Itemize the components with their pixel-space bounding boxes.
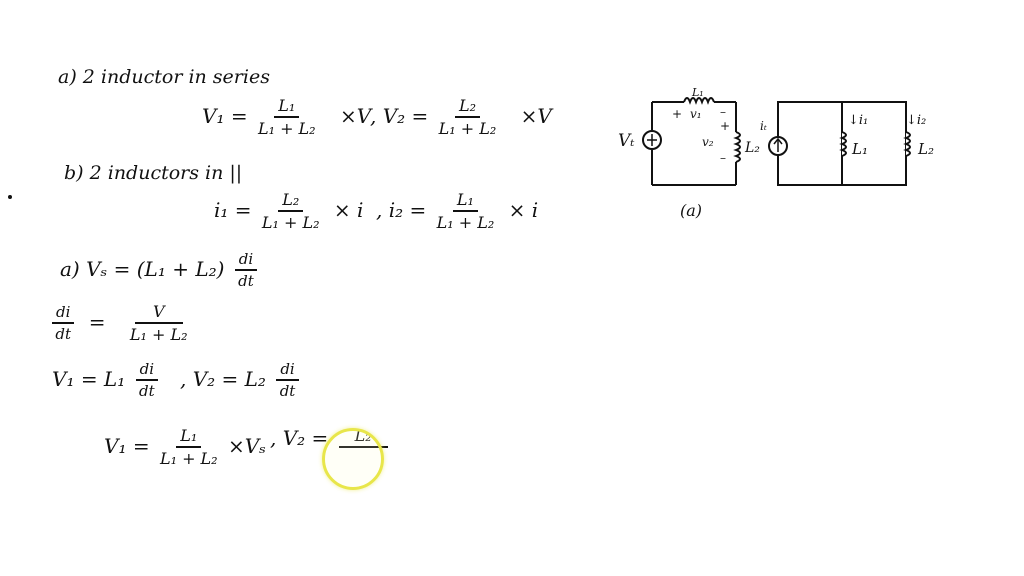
derivation-line-1: a) Vₛ = (L₁ + L₂) di dt: [60, 252, 261, 289]
stray-ink-dot: [8, 195, 12, 199]
series-source-label: Vₜ: [618, 131, 635, 151]
branch2-inductor-label: L₂: [917, 140, 934, 158]
lhs-dt: dt: [55, 325, 72, 343]
circuit-caption: (a): [680, 201, 702, 220]
i2-lhs: i₂ =: [388, 198, 427, 222]
v2-di: di: [276, 362, 299, 381]
v2-suffix: ×V: [520, 104, 552, 128]
i1-suffix: × i: [333, 198, 364, 222]
i1-fraction: L₂ L₁ + L₂: [262, 192, 320, 231]
v2-lhs: V₂ =: [382, 104, 429, 128]
i1-lhs: i₁ =: [214, 198, 252, 222]
branch1-inductor-label: L₁: [851, 140, 868, 158]
part-b-heading: b) 2 inductors in ||: [64, 162, 243, 184]
v-over-l-fraction: V L₁ + L₂: [130, 304, 188, 343]
v2-label: v₂: [702, 135, 714, 149]
v2-dt: dt: [279, 382, 296, 400]
branch2-current-label: ↓i₂: [906, 113, 926, 128]
v2-denominator: L₁ + L₂: [438, 119, 497, 138]
part-a-heading: a) 2 inductor in series: [58, 66, 270, 88]
v2-di-dt-fraction: di dt: [276, 362, 299, 400]
v1-lhs: V₁ =: [202, 104, 248, 128]
lhs-di: di: [52, 305, 75, 324]
v2-l2-lhs: V₂ = L₂: [192, 367, 266, 391]
i2-denominator: L₁ + L₂: [436, 213, 495, 232]
i2-fraction: L₁ L₁ + L₂: [437, 192, 495, 231]
final-v2-lhs: V₂ =: [282, 426, 329, 450]
final-v1-suffix: ×Vₛ: [227, 434, 266, 458]
final-v1-fraction: L₁ L₁ + L₂: [160, 428, 218, 467]
derivation-line-3b: , V₂ = L₂ di dt: [180, 362, 303, 399]
di-dt-fraction: di dt: [234, 252, 258, 290]
v1-l1-lhs: V₁ = L₁: [52, 367, 126, 391]
parallel-source-label: iₜ: [760, 119, 767, 133]
series-circuit: [642, 97, 741, 186]
v1-denominator: L₁ + L₂: [257, 119, 316, 138]
derivation-line-4: V₁ = L₁ L₁ + L₂ ×Vₛ: [104, 428, 266, 467]
parallel-circuit: [768, 101, 911, 186]
v2-plus-sign: +: [720, 119, 730, 133]
i2-suffix: × i: [508, 198, 539, 222]
dt-denominator: dt: [238, 272, 254, 290]
part-a-v1-formula: V₁ = L₁ L₁ + L₂ ×V: [202, 98, 371, 137]
v2-numerator: L₂: [454, 98, 480, 118]
v1-di-dt-fraction: di dt: [135, 362, 158, 400]
derivation-line-3: V₁ = L₁ di dt: [52, 362, 162, 399]
l-sum-denominator: L₁ + L₂: [129, 325, 188, 344]
lhs-di-dt-fraction: di dt: [52, 305, 75, 343]
v1-label: v₁: [690, 107, 702, 121]
parallel-circuit-labels: iₜ ↓i₁ L₁ ↓i₂ L₂: [760, 113, 934, 158]
line3-separator: ,: [180, 367, 187, 391]
v1-minus-sign: –: [720, 105, 726, 119]
v2-fraction: L₂ L₁ + L₂: [439, 98, 497, 137]
part-b-i1-formula: i₁ = L₂ L₁ + L₂ × i: [214, 192, 363, 231]
final-v1-numerator: L₁: [176, 428, 202, 448]
part-b-i2-formula: , i₂ = L₁ L₁ + L₂ × i: [376, 192, 538, 231]
final-v1-lhs: V₁ =: [104, 434, 150, 458]
part-a-v2-formula: , V₂ = L₂ L₁ + L₂ ×V: [370, 98, 552, 137]
v1-plus-sign: +: [672, 107, 682, 121]
line2-equals: =: [88, 310, 106, 334]
branch1-current-label: ↓i₁: [848, 113, 868, 128]
v2-separator: ,: [370, 104, 377, 128]
i2-separator: ,: [376, 198, 383, 222]
v2-minus-sign: –: [720, 151, 726, 165]
vs-equation-prefix: a) Vₛ = (L₁ + L₂): [60, 257, 225, 281]
i2-numerator: L₁: [452, 192, 478, 212]
v-numerator: V: [134, 304, 183, 324]
line4-separator: ,: [270, 426, 277, 450]
series-top-inductor-label: L₁: [691, 86, 704, 99]
di-numerator: di: [234, 252, 258, 271]
derivation-line-2: di dt = V L₁ + L₂: [48, 304, 192, 343]
v1-numerator: L₁: [274, 98, 300, 118]
pen-cursor-highlight: [322, 428, 384, 490]
v1-di: di: [135, 362, 158, 381]
v1-suffix: ×V: [339, 104, 372, 128]
v1-dt: dt: [138, 382, 155, 400]
i1-denominator: L₁ + L₂: [261, 213, 320, 232]
series-circuit-labels: Vₜ L₁ + v₁ – + v₂ – L₂ (a): [618, 86, 760, 220]
i1-numerator: L₂: [278, 192, 304, 212]
v1-fraction: L₁ L₁ + L₂: [258, 98, 316, 137]
final-v1-denominator: L₁ + L₂: [159, 449, 218, 468]
series-right-inductor-label: L₂: [744, 140, 760, 156]
